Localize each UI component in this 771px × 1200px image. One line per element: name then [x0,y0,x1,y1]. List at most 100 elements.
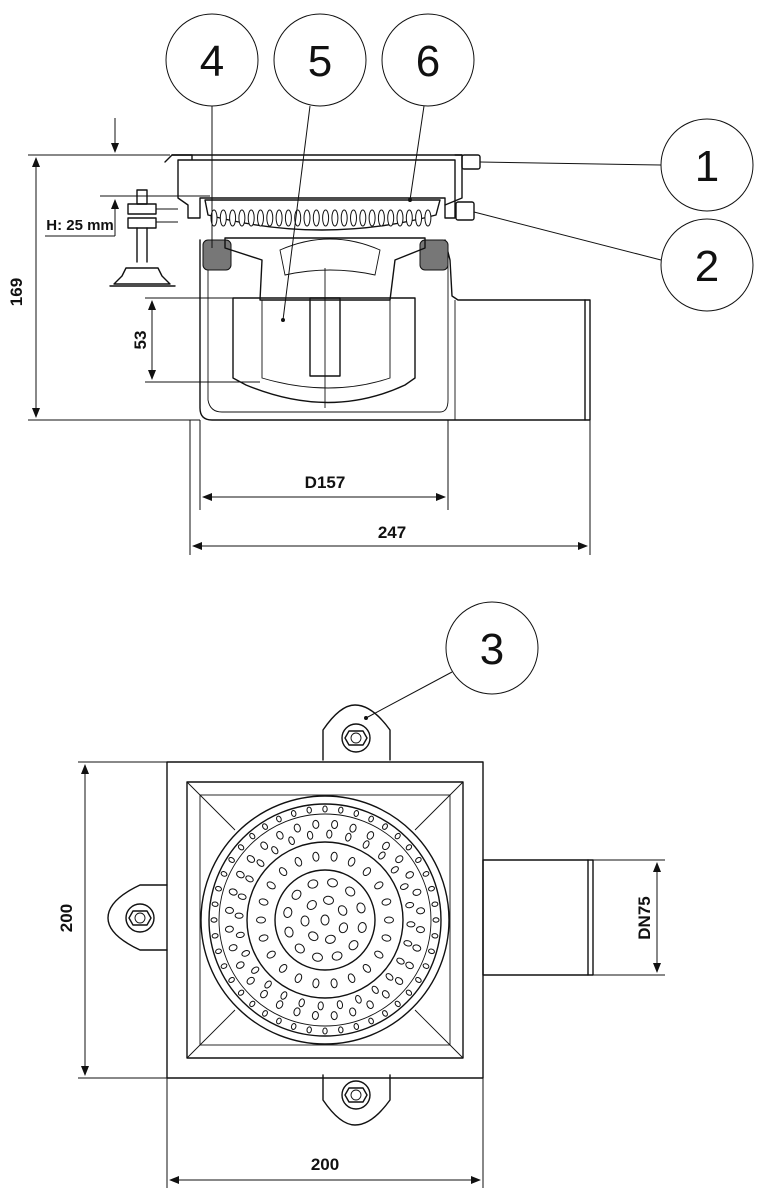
grating-slot [415,209,423,227]
callout-3: 3 [364,601,539,720]
grate-ring-2 [208,803,442,1037]
grate-hole [385,973,394,981]
foot-bottom [322,1074,391,1126]
top-frame [164,154,456,219]
grate-hole [399,883,409,890]
grate-hole [228,888,238,896]
grating-slot [284,209,292,227]
grate-hole [331,820,339,829]
grate-hole [355,994,362,1004]
gasket-left [202,239,232,271]
grating-slot [275,209,283,227]
dim-text-dn75: DN75 [635,896,654,939]
screw-boss-1 [461,154,481,170]
grating-slot [312,209,320,227]
grate-hole [320,914,330,926]
grate-hole [405,961,414,970]
grate-hole [381,898,392,906]
grate-hole [291,889,302,900]
grate-hole [405,871,415,879]
grate-hole [348,940,359,951]
grate-hole [395,855,404,864]
dimension-square-height: 200 [57,761,167,1079]
grate-hole [415,857,422,863]
grate-hole [266,950,276,959]
body-inner [207,255,449,413]
grate-hole [353,1023,360,1030]
grate-hole [412,888,422,896]
grate-hole [228,977,235,983]
grate-hole [382,823,388,830]
grate-hole [431,901,439,907]
grate-hole [353,810,360,817]
grate-hole [406,921,416,928]
grate-hole [308,931,319,942]
grate-hole [275,1000,284,1009]
dim-text-200-h: 200 [311,1155,339,1174]
dimension-outlet: DN75 [593,859,665,976]
grate-hole [362,963,372,973]
grate-hole [312,851,320,862]
grate-hole [381,934,392,942]
dim-text-247: 247 [378,523,406,542]
dimension-height-total: 169 [7,154,200,421]
grate-hole [241,950,251,957]
grate-hole [271,846,279,855]
grate-hole [432,917,440,923]
grating-slot [247,209,255,227]
grate-hole [246,976,255,985]
grate-hole [416,926,425,934]
grate-hole [366,1000,374,1010]
svg-text:2: 2 [695,242,719,291]
grate-hole [422,871,430,877]
frame-rim [444,154,463,206]
grate-hole [326,829,333,839]
svg-text:3: 3 [480,625,504,674]
grate-hole [294,943,305,954]
grating-slot [424,209,432,227]
grate-hole [330,1011,338,1021]
foot-top [322,704,391,761]
grate-hole [357,922,367,933]
grate-hole [403,940,413,947]
trap-cup [232,297,416,404]
grate-hole [266,881,276,890]
grate-hole [306,1026,312,1034]
grate-hole [322,1027,328,1035]
grate-hole [224,925,234,933]
grate-hole [278,963,288,973]
grate-hole [338,922,349,934]
leveling-foot [109,189,178,287]
grate-hole [362,840,370,849]
grate-ring-4 [246,841,404,999]
grate-hole [327,878,338,888]
grating-slot [257,209,264,227]
grate-ring-3 [218,813,432,1027]
grate-hole [422,963,430,969]
grate-hole [405,989,413,996]
grate-hole [280,991,288,1000]
grate-hole [394,832,401,840]
grate-hole [278,867,288,877]
grate-hole [394,977,404,985]
grate-hole [347,857,356,867]
grate-hole [262,823,268,830]
grate-ring-5 [274,869,376,971]
grate-hole [416,907,426,915]
callout-6: 6 [381,13,475,202]
grate-hole [431,933,439,939]
gasket-right [419,239,449,271]
grate-hole [306,900,317,910]
grate-hole [324,934,336,944]
outlet-pipe [482,859,594,976]
grate-hole [220,871,228,877]
trap-bell [279,238,381,276]
grate-hole [390,866,399,874]
grate-hole [260,841,269,850]
grate-hole [251,966,260,974]
grate-hole [415,977,422,983]
square-frame-outer [166,761,484,1079]
callout-1: 1 [479,118,754,212]
dim-text-d157: D157 [305,473,346,492]
grate-hole [211,933,219,939]
